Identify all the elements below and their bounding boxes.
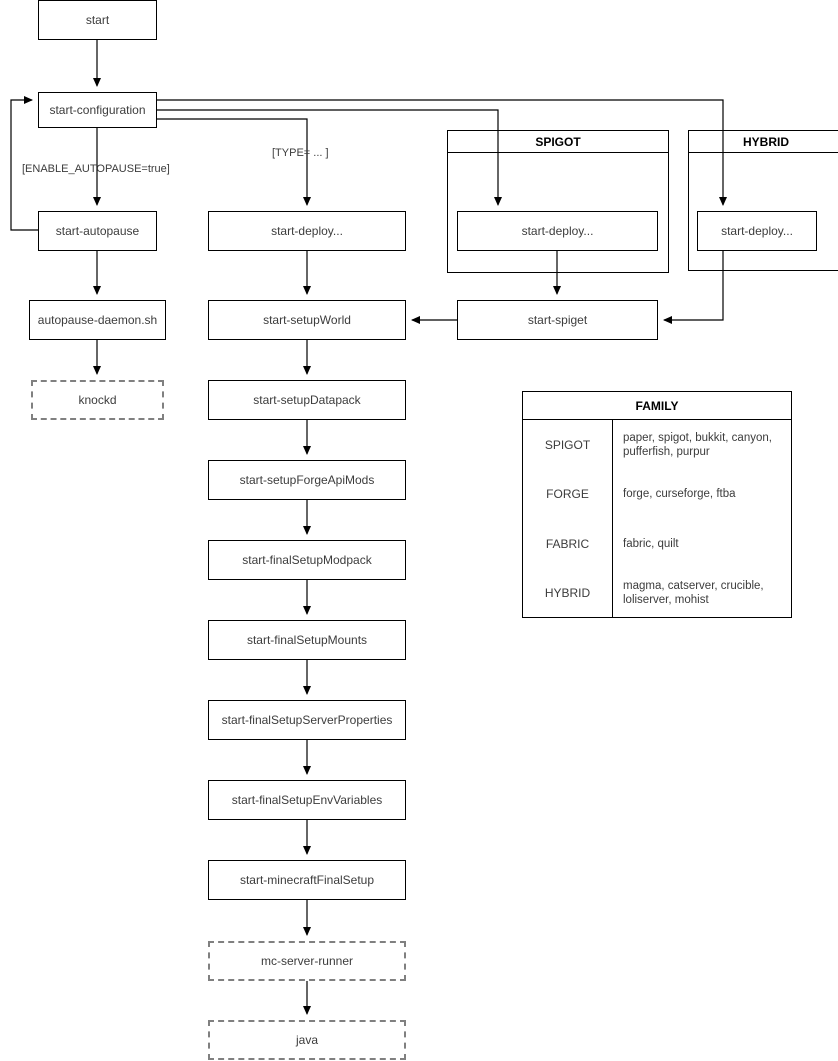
family-legend-table: FAMILY SPIGOT FORGE FABRIC HYBRID paper,… [522,391,792,618]
node-start-setupforgeapimods-label: start-setupForgeApiMods [239,473,375,487]
family-table-header: FAMILY [523,392,791,420]
node-autopause-daemon-label: autopause-daemon.sh [37,313,158,327]
edge-label-enable-autopause: [ENABLE_AUTOPAUSE=true] [22,163,170,176]
node-mc-server-runner[interactable]: mc-server-runner [208,941,406,981]
node-start-finalsetupenvvariables-label: start-finalSetupEnvVariables [231,793,383,807]
node-start-autopause[interactable]: start-autopause [38,211,157,251]
node-start-label: start [85,13,110,27]
node-start-finalsetupmodpack[interactable]: start-finalSetupModpack [208,540,406,580]
node-start-setupworld[interactable]: start-setupWorld [208,300,406,340]
node-autopause-daemon[interactable]: autopause-daemon.sh [29,300,166,340]
node-start-autopause-label: start-autopause [55,224,140,238]
family-table-key: HYBRID [544,586,591,601]
node-start-setupworld-label: start-setupWorld [263,313,351,327]
family-table-value: paper, spigot, bukkit, canyon, pufferfis… [623,431,772,458]
family-table-value: forge, curseforge, ftba [623,488,736,501]
edge-configuration-to-deploy [157,118,311,206]
node-start-deploy-main[interactable]: start-deploy... [208,211,406,251]
group-hybrid-title: HYBRID [689,131,838,153]
node-start-minecraftfinalsetup[interactable]: start-minecraftFinalSetup [208,860,406,900]
node-start-setupforgeapimods[interactable]: start-setupForgeApiMods [208,460,406,500]
node-start-finalsetupserverproperties[interactable]: start-finalSetupServerProperties [208,700,406,740]
node-start-finalsetupmounts[interactable]: start-finalSetupMounts [208,620,406,660]
node-mc-server-runner-label: mc-server-runner [260,954,353,968]
node-knockd[interactable]: knockd [31,380,164,420]
node-start-configuration[interactable]: start-configuration [38,92,157,128]
node-java[interactable]: java [208,1020,406,1060]
family-table-value: magma, catserver, crucible, loliserver, … [623,580,764,607]
family-table-value-column: paper, spigot, bukkit, canyon, pufferfis… [613,420,791,618]
family-table-key: FORGE [546,487,589,502]
family-table-body: SPIGOT FORGE FABRIC HYBRID paper, spigot… [523,420,791,618]
family-table-key-column: SPIGOT FORGE FABRIC HYBRID [523,420,613,618]
node-start-deploy-spigot[interactable]: start-deploy... [457,211,658,251]
node-start-finalsetupmounts-label: start-finalSetupMounts [246,633,368,647]
node-start-deploy-main-label: start-deploy... [271,224,343,238]
node-start-setupdatapack-label: start-setupDatapack [253,393,361,407]
node-start-spiget[interactable]: start-spiget [457,300,658,340]
node-start[interactable]: start [38,0,157,40]
node-start-finalsetupenvvariables[interactable]: start-finalSetupEnvVariables [208,780,406,820]
node-start-deploy-hybrid-label: start-deploy... [721,224,793,238]
group-spigot: SPIGOT [447,130,669,273]
group-spigot-title: SPIGOT [448,131,668,153]
node-start-deploy-hybrid[interactable]: start-deploy... [697,211,817,251]
node-knockd-label: knockd [78,393,117,407]
node-start-finalsetupserverproperties-label: start-finalSetupServerProperties [221,713,393,727]
node-start-spiget-label: start-spiget [527,313,588,327]
family-table-key: SPIGOT [544,437,591,452]
edge-label-type: [TYPE= ... ] [272,147,329,160]
node-start-deploy-spigot-label: start-deploy... [521,224,594,238]
edge-label-enable-autopause-text: [ENABLE_AUTOPAUSE=true] [22,163,170,175]
node-java-label: java [295,1033,318,1047]
node-start-setupdatapack[interactable]: start-setupDatapack [208,380,406,420]
family-table-key: FABRIC [545,536,590,551]
node-start-configuration-label: start-configuration [49,103,146,117]
node-start-minecraftfinalsetup-label: start-minecraftFinalSetup [239,873,375,887]
node-start-finalsetupmodpack-label: start-finalSetupModpack [242,553,372,567]
edge-label-type-text: [TYPE= ... ] [272,147,329,159]
family-table-value: fabric, quilt [623,537,679,550]
